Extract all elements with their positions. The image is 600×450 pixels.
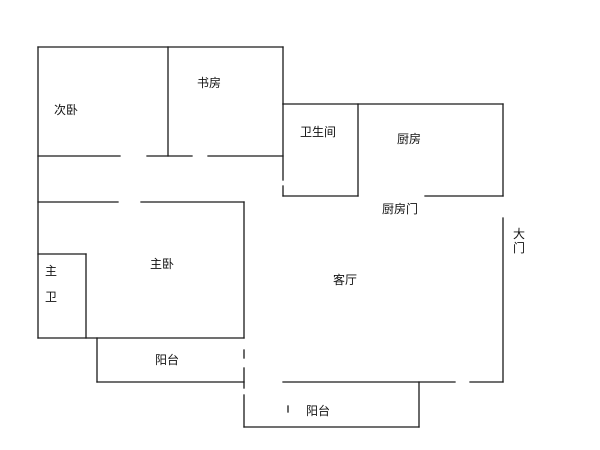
room-label-second-bedroom: 次卧	[54, 103, 78, 117]
bath-kitchen-walls	[282, 103, 504, 197]
room-label-master-bedroom: 主卧	[150, 257, 174, 271]
room-label-bathroom: 卫生间	[300, 125, 336, 139]
front-door-label-top: 大	[513, 227, 525, 241]
living-walls	[282, 217, 504, 383]
master-bath-label-top: 主	[45, 264, 57, 278]
kitchen-door-label: 厨房门	[382, 201, 418, 216]
front-door-label-bottom: 门	[513, 240, 525, 255]
master-walls	[37, 201, 245, 339]
room-label-balcony-bottom: 阳台	[306, 403, 330, 418]
room-label-balcony-left: 阳台	[155, 352, 179, 367]
room-label-kitchen: 厨房	[397, 131, 421, 146]
master-bath-label-bottom: 卫	[45, 290, 57, 304]
bottom-balcony-walls	[243, 381, 420, 428]
upper-left-walls	[37, 46, 284, 339]
room-label-study: 书房	[197, 75, 221, 90]
room-label-living-room: 客厅	[333, 272, 357, 287]
left-balcony-walls	[96, 337, 245, 389]
